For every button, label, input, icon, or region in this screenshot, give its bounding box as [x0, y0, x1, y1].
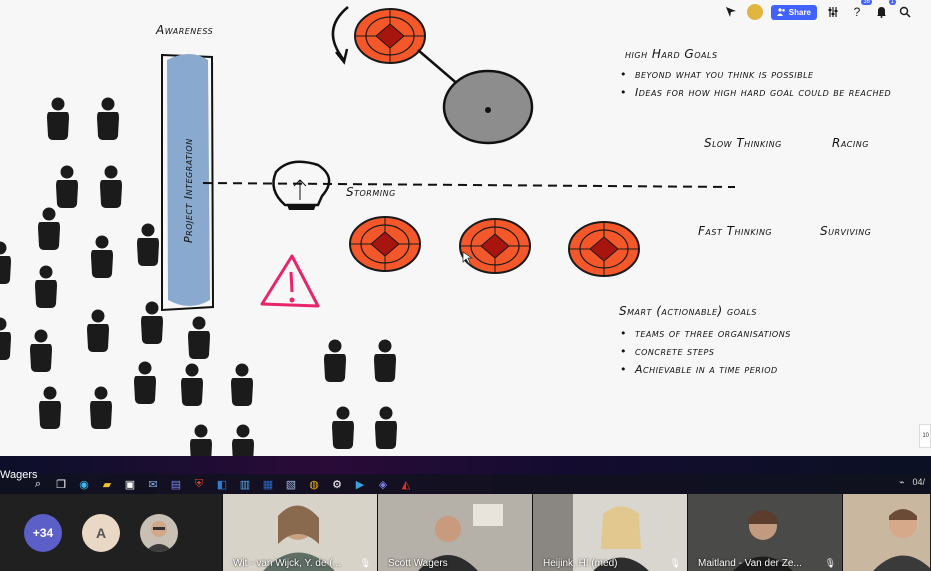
file-explorer-icon[interactable]: ▰: [102, 478, 112, 491]
warning-icon: [260, 254, 320, 308]
word-icon[interactable]: ▦: [262, 478, 274, 491]
whiteboard-canvas[interactable]: Awareness Project Integration Storming h…: [0, 0, 931, 456]
target-icon: [349, 216, 421, 272]
mail-icon[interactable]: ✉: [148, 478, 158, 491]
target-icon: [568, 221, 640, 277]
participant-video: [378, 494, 532, 571]
label-fast-thinking: Fast Thinking: [698, 224, 773, 238]
label-slow-thinking: Slow Thinking: [704, 136, 782, 150]
cursor-icon[interactable]: [723, 4, 739, 20]
zoom-indicator[interactable]: 10: [919, 424, 931, 448]
mic-icon: 🎙: [824, 558, 836, 568]
teams-icon-2[interactable]: ◈: [378, 478, 388, 491]
network-icon[interactable]: ⌁: [899, 477, 905, 487]
help-icon[interactable]: ?36: [853, 0, 872, 19]
mic-icon: 🎙: [669, 558, 681, 568]
window-title: Wagers: [0, 469, 38, 481]
taskbar-icons: ⌕ ❐ ◉ ▰ ▣ ✉ ▤ ⛨ ◧ ▥ ▦ ▧ ◍ ⚙ ▶ ◈ ◭: [28, 475, 416, 493]
participant-video: [688, 494, 842, 571]
high-goals-item: • beyond what you think is possible: [620, 68, 814, 81]
lightbulb-icon: [272, 160, 331, 207]
smart-goals-item: • Achievable in a time period: [620, 363, 778, 376]
board-drawings: [0, 6, 736, 456]
participant-tile[interactable]: [842, 494, 930, 571]
windows-taskbar: Wagers ⌕ ❐ ◉ ▰ ▣ ✉ ▤ ⛨ ◧ ▥ ▦ ▧ ◍ ⚙ ▶ ◈ ◭…: [0, 456, 931, 494]
label-project-integration: Project Integration: [182, 138, 195, 243]
participant-tile[interactable]: Heijink, HI (med) 🎙: [532, 494, 687, 571]
target-icon: [459, 218, 531, 274]
label-smart-goals: Smart (actionable) goals: [619, 304, 757, 318]
high-goals-item: • Ideas for how high hard goal could be …: [620, 86, 892, 99]
smart-goals-item: • teams of three organisations: [620, 327, 791, 340]
store-icon[interactable]: ▣: [124, 478, 136, 491]
label-awareness: Awareness: [156, 23, 214, 37]
security-icon[interactable]: ⛨: [194, 477, 204, 490]
smart-goals-item: • concrete steps: [620, 345, 715, 358]
label-high-hard-goals: high Hard Goals: [625, 47, 718, 61]
participant-bubbles: +34 A: [0, 494, 222, 571]
participant-tile[interactable]: Maitland - Van der Ze... 🎙: [687, 494, 842, 571]
participant-video: [533, 494, 687, 571]
share-button[interactable]: Share: [770, 4, 817, 20]
participant-tile[interactable]: Scott Wagers: [377, 494, 532, 571]
chrome-icon[interactable]: ◍: [309, 478, 319, 491]
participant-photo-avatar[interactable]: [140, 513, 178, 552]
outlook-icon[interactable]: ◧: [216, 478, 228, 491]
mic-icon: 🎙: [359, 558, 371, 568]
teams-icon[interactable]: ▤: [170, 478, 182, 491]
mouse-cursor: [462, 251, 474, 265]
target-top-icon: [354, 8, 426, 64]
meeting-video-strip: +34 A Wit - van Wijck, Y. de (... 🎙 Scot…: [0, 494, 931, 571]
bell-icon[interactable]: 1: [873, 0, 896, 20]
search-icon[interactable]: [897, 4, 913, 20]
label-surviving: Surviving: [820, 224, 872, 238]
search-icon[interactable]: ⌕: [34, 477, 42, 490]
label-storming: Storming: [346, 185, 396, 199]
label-racing: Racing: [832, 136, 869, 150]
remote-desktop-icon[interactable]: ▥: [239, 478, 251, 491]
clock[interactable]: 04/: [912, 477, 925, 487]
more-participants-button[interactable]: +34: [24, 513, 62, 552]
participant-initial-avatar[interactable]: A: [82, 513, 120, 552]
system-tray: ⌁ 04/: [899, 477, 925, 488]
participant-video: [843, 494, 930, 571]
board-toolbar: Share ?36 1: [723, 0, 913, 21]
media-icon[interactable]: ▶: [355, 478, 365, 491]
edge-icon[interactable]: ◉: [79, 478, 89, 491]
avatar[interactable]: [746, 4, 763, 20]
participant-tile[interactable]: Wit - van Wijck, Y. de (... 🎙: [222, 494, 377, 571]
powershell-icon[interactable]: ▧: [285, 478, 297, 491]
participant-video: [223, 494, 377, 571]
settings-icon[interactable]: ⚙: [332, 478, 342, 491]
task-view-icon[interactable]: ❐: [56, 478, 66, 491]
acrobat-icon[interactable]: ◭: [401, 478, 411, 491]
settings-sliders-icon[interactable]: [825, 4, 841, 20]
people-icon: [776, 8, 785, 16]
